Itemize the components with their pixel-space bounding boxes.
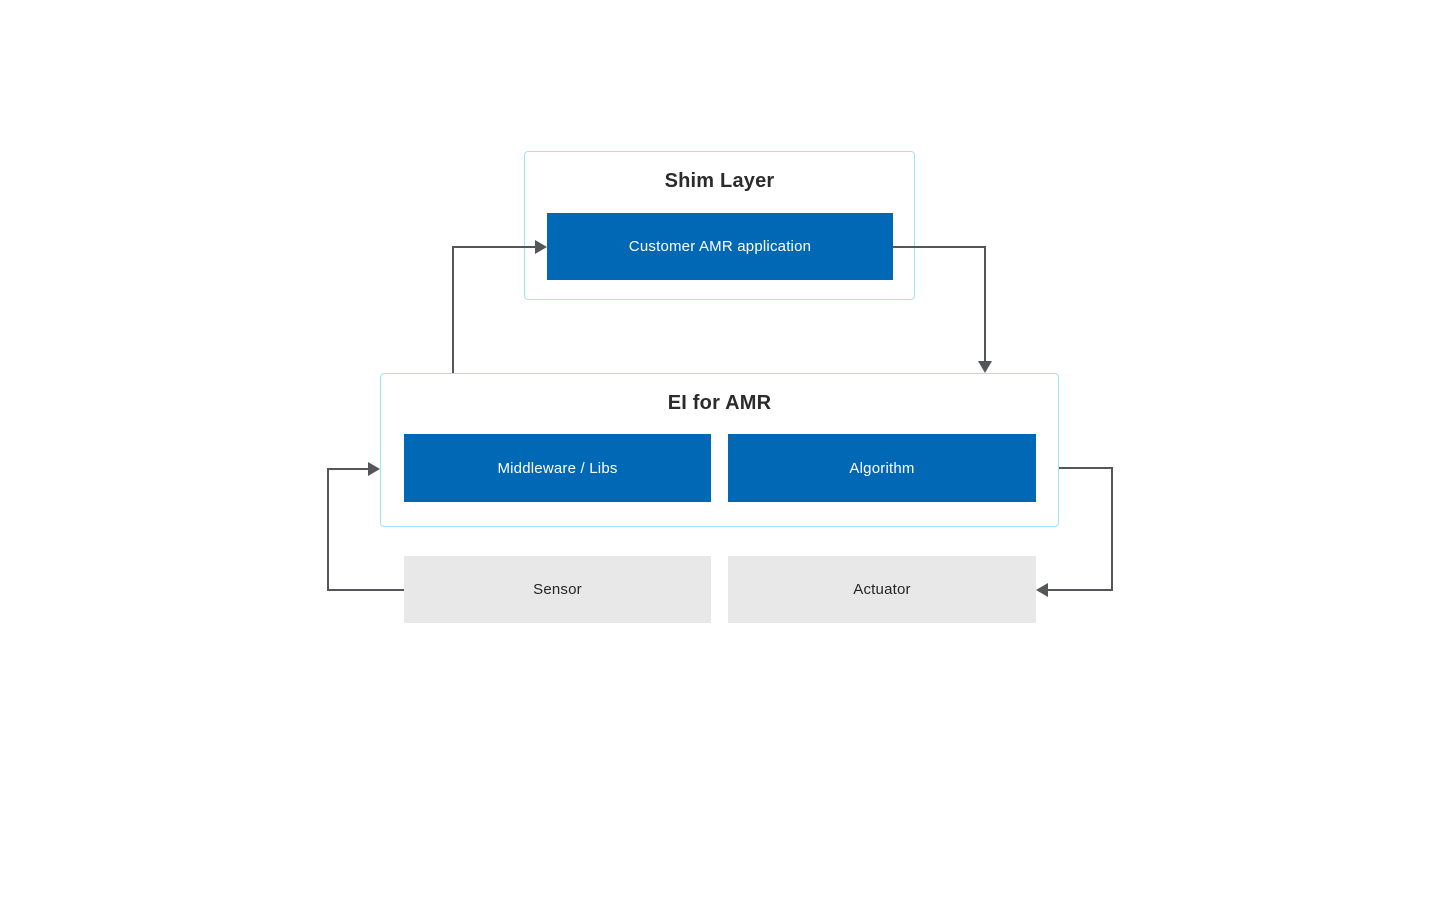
customer-amr-application-label: Customer AMR application xyxy=(628,238,812,255)
middleware-libs-box: Middleware / Libs xyxy=(404,434,711,502)
actuator-box: Actuator xyxy=(728,556,1036,623)
connector-customer-to-ei-horizontal xyxy=(893,246,986,248)
connector-customer-to-ei-vertical xyxy=(984,246,986,362)
algorithm-box: Algorithm xyxy=(728,434,1036,502)
connector-sensor-to-ei-horizontal-bottom xyxy=(327,589,404,591)
connector-ei-to-customer-vertical xyxy=(452,246,454,373)
middleware-libs-label: Middleware / Libs xyxy=(497,459,618,477)
arrowhead-right-icon xyxy=(535,240,547,254)
connector-ei-to-actuator-vertical xyxy=(1111,467,1113,591)
shim-layer-title: Shim Layer xyxy=(664,170,775,192)
actuator-label: Actuator xyxy=(853,581,911,598)
arrowhead-left-icon xyxy=(1036,583,1048,597)
connector-sensor-to-ei-vertical xyxy=(327,468,329,591)
sensor-label: Sensor xyxy=(533,581,582,598)
connector-sensor-to-ei-horizontal-top xyxy=(327,468,369,470)
connector-ei-to-customer-horizontal xyxy=(452,246,536,248)
customer-amr-application-box: Customer AMR application xyxy=(547,213,893,280)
arrowhead-down-icon xyxy=(978,361,992,373)
arrowhead-right-icon xyxy=(368,462,380,476)
algorithm-label: Algorithm xyxy=(849,459,915,477)
connector-ei-to-actuator-horizontal-bottom xyxy=(1048,589,1113,591)
sensor-box: Sensor xyxy=(404,556,711,623)
ei-for-amr-title: EI for AMR xyxy=(667,392,772,414)
connector-ei-to-actuator-horizontal-top xyxy=(1059,467,1113,469)
